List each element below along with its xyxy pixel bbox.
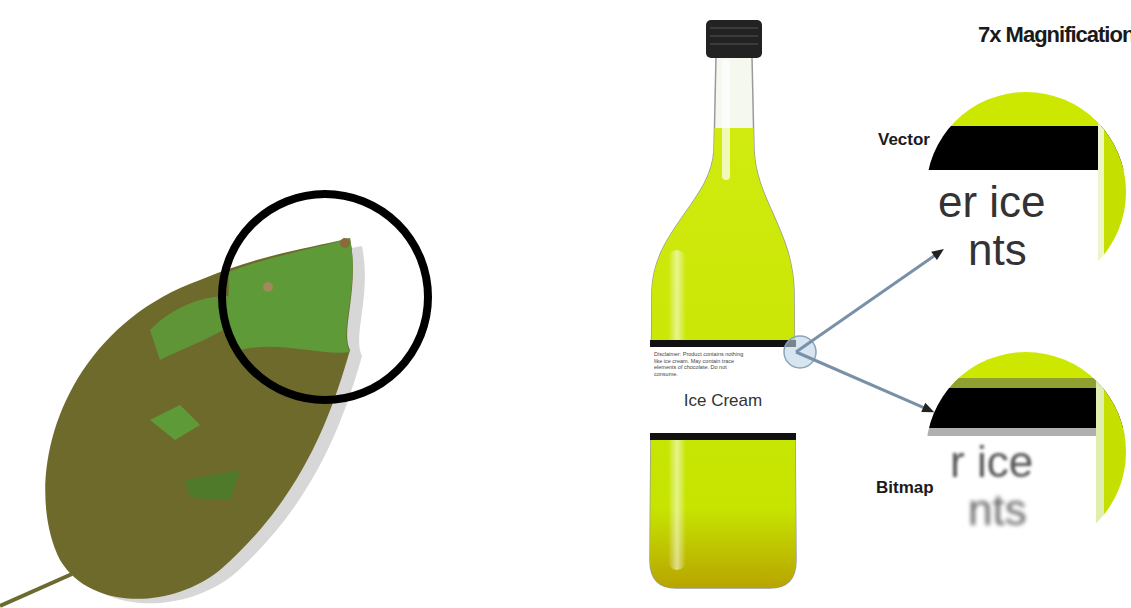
liquid-band xyxy=(926,92,1126,126)
bitmap-label: Bitmap xyxy=(876,478,934,498)
zoomed-text: er ice xyxy=(938,180,1046,224)
arrow-line xyxy=(796,251,941,352)
zoom-circle xyxy=(222,194,428,400)
magnification-title: 7x Magnification xyxy=(978,22,1131,48)
leaf-body xyxy=(45,238,353,599)
magnify-arrow xyxy=(796,249,944,352)
black-stripe xyxy=(926,126,1126,170)
leaf-patch xyxy=(185,470,240,500)
zoomed-text: nts xyxy=(968,488,1027,532)
bitmap-zoom-circle: r icents xyxy=(926,352,1126,552)
vector-zoom-circle: er icents xyxy=(926,92,1126,292)
leaf-tip xyxy=(228,238,353,353)
zoomed-text: nts xyxy=(968,228,1027,272)
bottle xyxy=(650,20,796,588)
glass-edge xyxy=(1104,92,1126,292)
glass-edge xyxy=(1098,92,1104,292)
leaf-stem xyxy=(0,574,72,606)
arrow-line xyxy=(796,352,931,411)
bottle-liquid xyxy=(650,128,796,588)
leaf-patch xyxy=(150,405,200,440)
vector-label: Vector xyxy=(878,130,930,150)
zoomed-text: r ice xyxy=(950,440,1033,484)
bottle-highlight xyxy=(722,60,730,180)
glass-edge xyxy=(1104,352,1126,552)
bottle-label: Disclaimer: Product contains nothing lik… xyxy=(650,340,796,440)
product-name: Ice Cream xyxy=(650,391,796,411)
disclaimer-text: Disclaimer: Product contains nothing lik… xyxy=(654,351,746,377)
leaf xyxy=(0,194,428,606)
bottle-cap xyxy=(706,20,762,58)
leaf-spot xyxy=(263,282,273,292)
leaf-spot xyxy=(340,238,350,248)
arrow-head xyxy=(931,249,944,260)
arrow-head xyxy=(921,403,934,412)
cap-ridges xyxy=(710,28,758,44)
magnifier-spot xyxy=(784,336,816,368)
magnify-arrow xyxy=(796,352,934,412)
glass-edge xyxy=(1096,352,1104,552)
bottle-glass xyxy=(650,56,796,588)
